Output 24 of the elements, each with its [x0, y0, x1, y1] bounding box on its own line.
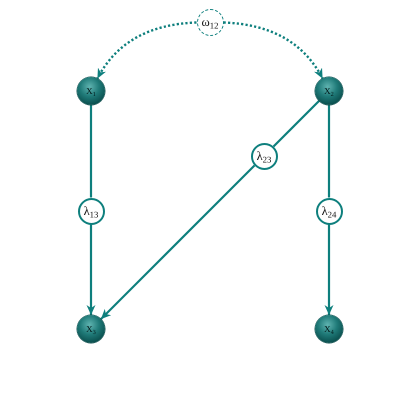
node-label: X$_{1}$ [86, 86, 96, 96]
arrow [324, 224, 334, 315]
arrow [86, 224, 96, 315]
sphere-node [315, 315, 343, 343]
node-label: λ$_{23}$ [256, 150, 272, 162]
connector-line [328, 105, 330, 198]
connector-line [90, 105, 92, 198]
dashed-circle-node [196, 8, 224, 36]
arrow [100, 164, 256, 320]
node-label: λ$_{13}$ [84, 204, 98, 218]
node-label: λ$_{24}$ [322, 204, 336, 218]
circle-node [316, 198, 342, 224]
dotted-arrow [96, 21, 197, 80]
circle-node [78, 198, 104, 224]
node-label: X$_{2}$ [324, 86, 334, 96]
sphere-node [77, 77, 105, 105]
node-label: X$_{3}$ [86, 324, 96, 334]
circle-node [250, 142, 278, 170]
node-label: X$_{4}$ [324, 324, 334, 334]
connector-line [272, 100, 320, 148]
node-label: ω$_{12}$ [202, 16, 218, 28]
dotted-arrow [223, 21, 324, 80]
sphere-node [77, 315, 105, 343]
sphere-node [315, 77, 343, 105]
